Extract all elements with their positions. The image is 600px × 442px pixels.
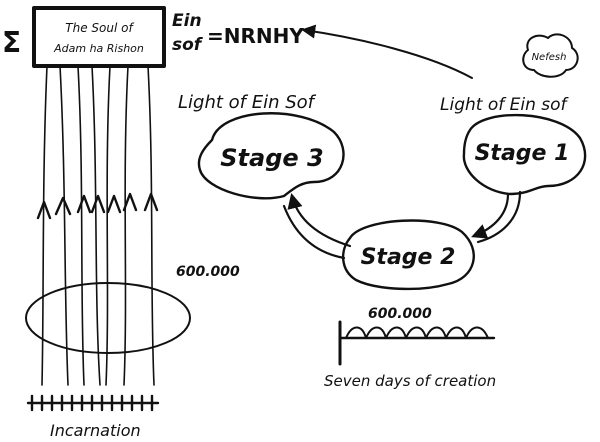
stage-2-label: Stage 2 xyxy=(361,245,456,270)
stage-2-node: Stage 2 xyxy=(342,219,475,291)
stage-1-node: Stage 1 xyxy=(462,113,587,196)
population-ellipse xyxy=(25,282,191,354)
return-arrow xyxy=(301,24,473,79)
soul-box: The Soul of Adam ha Rishon xyxy=(32,6,166,68)
soul-box-line2: Adam ha Rishon xyxy=(53,42,144,55)
stage-3-node: Stage 3 xyxy=(197,112,345,200)
soul-box-line1: The Soul of xyxy=(65,21,134,35)
incarnation-timeline xyxy=(26,394,160,412)
light-right-label: Light of Ein sof xyxy=(440,95,570,115)
seven-days-timeline xyxy=(338,320,496,366)
stage-1-label: Stage 1 xyxy=(475,141,570,166)
ein-sof-top-line1: Ein xyxy=(172,11,202,31)
light-left-label: Light of Ein Sof xyxy=(178,92,317,113)
nrnhy-equation: =NRNHY xyxy=(207,24,304,48)
incarnation-label: Incarnation xyxy=(50,421,141,440)
stage-2-to-stage-3-arrow xyxy=(282,193,352,260)
seven-days-label: Seven days of creation xyxy=(324,372,496,390)
count-right-label: 600.000 xyxy=(368,306,432,322)
count-left-label: 600.000 xyxy=(176,264,240,280)
nefesh-bubble: Nefesh xyxy=(522,33,579,78)
nefesh-label: Nefesh xyxy=(532,52,567,63)
upward-arrows xyxy=(36,192,159,220)
sigma-symbol: Σ xyxy=(2,26,21,59)
soul-strands xyxy=(41,65,155,386)
ein-sof-top-line2: sof xyxy=(172,35,204,55)
stage-1-to-stage-2-arrow xyxy=(471,190,522,244)
stage-3-label: Stage 3 xyxy=(220,144,323,172)
